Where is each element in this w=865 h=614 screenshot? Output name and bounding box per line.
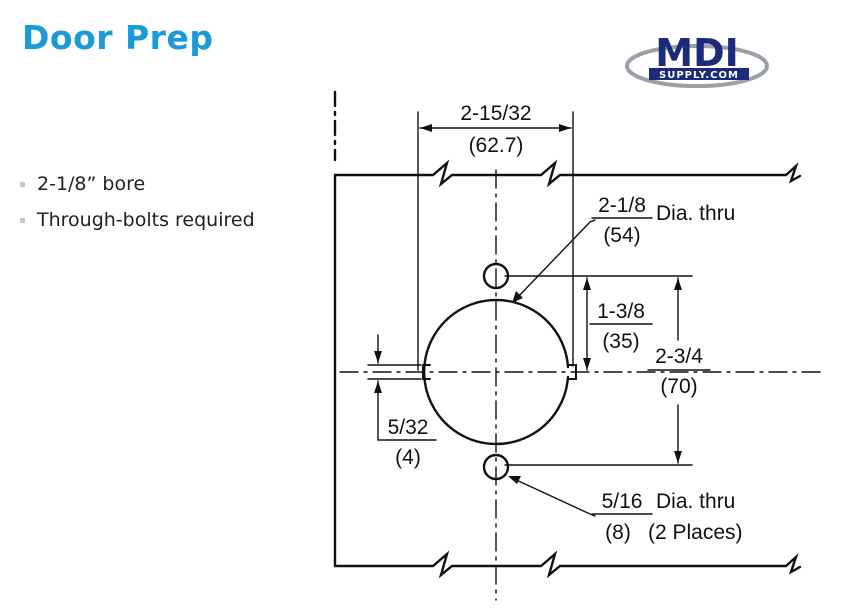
- dim-label-bolt-hole-places: (2 Places): [648, 521, 743, 544]
- dim-label-bore: 2-1/8: [598, 194, 646, 217]
- dim-label-bolt-center-metric: (35): [602, 330, 639, 353]
- dim-label-backset: 2-15/32: [460, 102, 531, 125]
- list-item-text: Through-bolts required: [37, 209, 255, 231]
- door-outline-top: [333, 159, 788, 188]
- arrow-notch-bottom: [374, 381, 382, 393]
- dim-label-bolt-hole-note: Dia. thru: [656, 490, 735, 513]
- dim-label-bolt-hole: 5/16: [602, 490, 643, 513]
- door-break-bottom: [784, 553, 802, 575]
- dim-label-bore-note: Dia. thru: [656, 202, 735, 225]
- mdi-supply-logo: MDI SUPPLY.COM: [625, 31, 769, 88]
- leader-bolt-hole: [511, 477, 596, 517]
- logo-main-text: MDI: [655, 31, 739, 75]
- door-outline-bottom: [333, 550, 788, 579]
- arrow-bolt-spacing-bottom: [674, 451, 682, 463]
- dim-label-bolt-spacing: 2-3/4: [655, 345, 703, 368]
- arrow-bolt-hole: [508, 476, 521, 484]
- arrow-backset-right: [559, 124, 571, 132]
- square-bullet-icon: [20, 181, 25, 187]
- list-item: 2-1/8” bore: [20, 166, 255, 202]
- logo-sub-text: SUPPLY.COM: [659, 70, 739, 81]
- square-bullet-icon: [20, 217, 25, 223]
- arrow-notch-top: [374, 351, 382, 363]
- list-item-text: 2-1/8” bore: [37, 173, 146, 195]
- dim-label-bore-metric: (54): [603, 224, 640, 247]
- dim-label-bolt-hole-metric: (8): [605, 521, 631, 544]
- bolt-hole-bottom: [482, 453, 510, 481]
- arrow-bolt-center-top: [583, 278, 591, 290]
- latch-notch-left: [422, 364, 431, 380]
- dim-label-notch: 5/32: [388, 416, 429, 439]
- dim-label-bolt-spacing-metric: (70): [660, 375, 697, 398]
- bullet-list: 2-1/8” bore Through-bolts required: [20, 166, 255, 238]
- door-break-top: [784, 162, 802, 184]
- arrow-bolt-spacing-top: [674, 278, 682, 290]
- arrow-bore: [512, 291, 523, 303]
- dim-label-bolt-center: 1-3/8: [597, 300, 645, 323]
- arrow-backset-left: [420, 124, 432, 132]
- arrow-bolt-center-bottom: [583, 358, 591, 370]
- list-item: Through-bolts required: [20, 202, 255, 238]
- dim-label-backset-metric: (62.7): [469, 134, 524, 157]
- leader-bore: [514, 219, 596, 301]
- bore-circle: [423, 298, 570, 446]
- page-title: Door Prep: [22, 18, 214, 57]
- logo-band: [649, 68, 749, 80]
- logo-swoosh: [625, 44, 769, 88]
- dim-label-notch-metric: (4): [395, 446, 421, 469]
